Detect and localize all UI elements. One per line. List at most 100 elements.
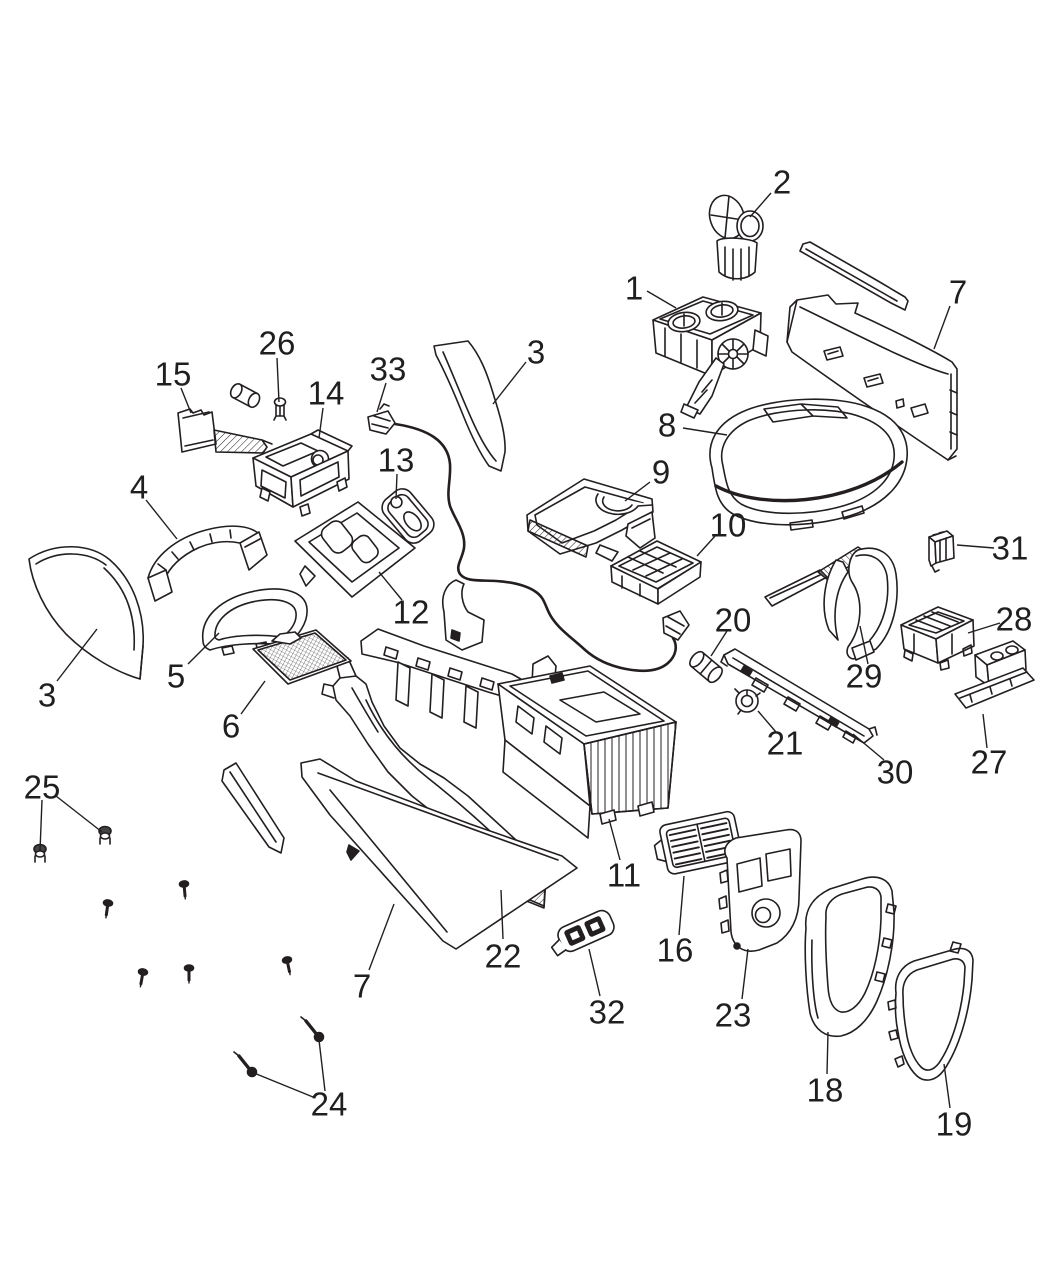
leader-line-9 <box>624 481 651 502</box>
leader-line-5 <box>187 632 220 665</box>
part-29-rear-support <box>764 546 898 661</box>
part-32-switch-pod <box>550 909 615 957</box>
leader-line-26 <box>276 357 280 403</box>
part-3-left-trim-panel <box>28 545 144 680</box>
callout-1: 1 <box>625 270 643 307</box>
part-2-cupholder-insert <box>708 194 764 281</box>
callout-23: 23 <box>715 997 752 1034</box>
leader-line-23 <box>741 948 749 1000</box>
leader-lines <box>39 192 1001 1109</box>
leader-line-25 <box>55 795 103 833</box>
leader-line-22 <box>500 889 504 940</box>
callout-11: 11 <box>607 857 641 894</box>
callout-29: 29 <box>846 658 883 695</box>
part-1-cupholder-assembly <box>652 296 769 419</box>
callout-26: 26 <box>259 325 296 362</box>
barrel-fastener <box>229 383 261 409</box>
leader-line-8 <box>682 427 728 436</box>
leader-line-31 <box>956 544 995 549</box>
part-14-console-bezel <box>252 429 353 517</box>
callout-19: 19 <box>936 1106 973 1143</box>
part-30-rail <box>720 648 878 744</box>
callout-18: 18 <box>807 1072 844 1109</box>
part-4-upper-frame <box>147 525 268 602</box>
leader-line-30 <box>852 733 885 761</box>
callout-21: 21 <box>767 725 804 762</box>
part-3-upper-trim-panel <box>433 340 506 472</box>
leader-line-1 <box>646 290 677 309</box>
leader-line-12 <box>378 571 403 601</box>
leader-line-16 <box>678 875 685 936</box>
callout-2: 2 <box>773 164 791 201</box>
callout-25: 25 <box>24 769 61 806</box>
leader-line-4 <box>145 499 178 540</box>
callout-labels: 1233456778910111213141516181920212223242… <box>24 164 1033 1143</box>
leader-line-11 <box>608 818 621 861</box>
part-28-bracket <box>900 606 975 671</box>
callout-12: 12 <box>393 594 430 631</box>
part-12-shifter-bezel <box>294 501 416 598</box>
leader-line-13 <box>395 473 398 500</box>
callout-9: 9 <box>652 454 670 491</box>
leader-line-14 <box>318 407 324 439</box>
leader-line-3 <box>56 628 98 682</box>
part-7-right-side-panel <box>786 241 958 461</box>
callout-14: 14 <box>308 375 345 412</box>
part-20-power-outlet <box>689 650 723 684</box>
callout-30: 30 <box>877 754 914 791</box>
part-6-rubber-mat <box>252 629 352 685</box>
screw-set <box>102 880 293 988</box>
callout-32: 32 <box>589 994 626 1031</box>
part-13-lid <box>381 488 435 544</box>
callout-15: 15 <box>155 356 192 393</box>
callout-3a: 3 <box>527 334 545 371</box>
leader-line-29 <box>859 625 869 665</box>
callout-33: 33 <box>370 351 407 388</box>
leader-line-6 <box>240 680 266 715</box>
callout-3b: 3 <box>38 677 56 714</box>
part-26-push-pin <box>273 397 287 421</box>
part-31-connector <box>928 530 955 573</box>
leader-line-19 <box>943 1063 951 1109</box>
callout-6: 6 <box>222 708 240 745</box>
callout-31: 31 <box>992 530 1029 567</box>
leader-line-21 <box>757 710 777 733</box>
part-16-rear-vent <box>653 810 743 875</box>
callout-20: 20 <box>715 602 752 639</box>
callout-4: 4 <box>130 469 148 506</box>
part-11-console-frame <box>360 579 677 839</box>
leader-line-24 <box>318 1039 326 1092</box>
leader-line-33 <box>376 382 387 413</box>
trim-sliver <box>221 762 285 854</box>
part-23-rear-panel <box>718 828 802 952</box>
part-25-clips <box>33 825 112 863</box>
leader-line-7 <box>368 903 395 971</box>
part-27-bracket <box>954 640 1035 709</box>
callout-22: 22 <box>485 938 522 975</box>
leader-line-10 <box>696 534 717 557</box>
part-10-bin-tray <box>610 540 702 605</box>
callout-13: 13 <box>378 442 415 479</box>
part-33-wiring-harness <box>367 403 690 673</box>
callout-7b: 7 <box>353 968 371 1005</box>
part-9-tray <box>526 478 656 562</box>
leader-line-18 <box>826 1031 829 1075</box>
callout-16: 16 <box>657 932 694 969</box>
part-7-left-side-panel <box>300 758 578 950</box>
part-21-knob <box>734 688 761 715</box>
callout-10: 10 <box>710 507 747 544</box>
leader-line-3 <box>492 361 527 405</box>
callout-7a: 7 <box>949 274 967 311</box>
callout-24: 24 <box>311 1086 348 1123</box>
part-24-screws <box>233 1016 325 1078</box>
leader-line-15 <box>180 387 192 414</box>
leader-line-20 <box>710 630 728 657</box>
part-19-bezel-ring <box>887 941 974 1081</box>
leader-line-24 <box>253 1072 314 1098</box>
callout-28: 28 <box>996 601 1033 638</box>
part-8-armrest-lid <box>709 398 908 531</box>
leader-line-27 <box>982 713 988 749</box>
leader-line-32 <box>588 948 601 997</box>
callout-27: 27 <box>971 744 1008 781</box>
callout-8: 8 <box>658 407 676 444</box>
